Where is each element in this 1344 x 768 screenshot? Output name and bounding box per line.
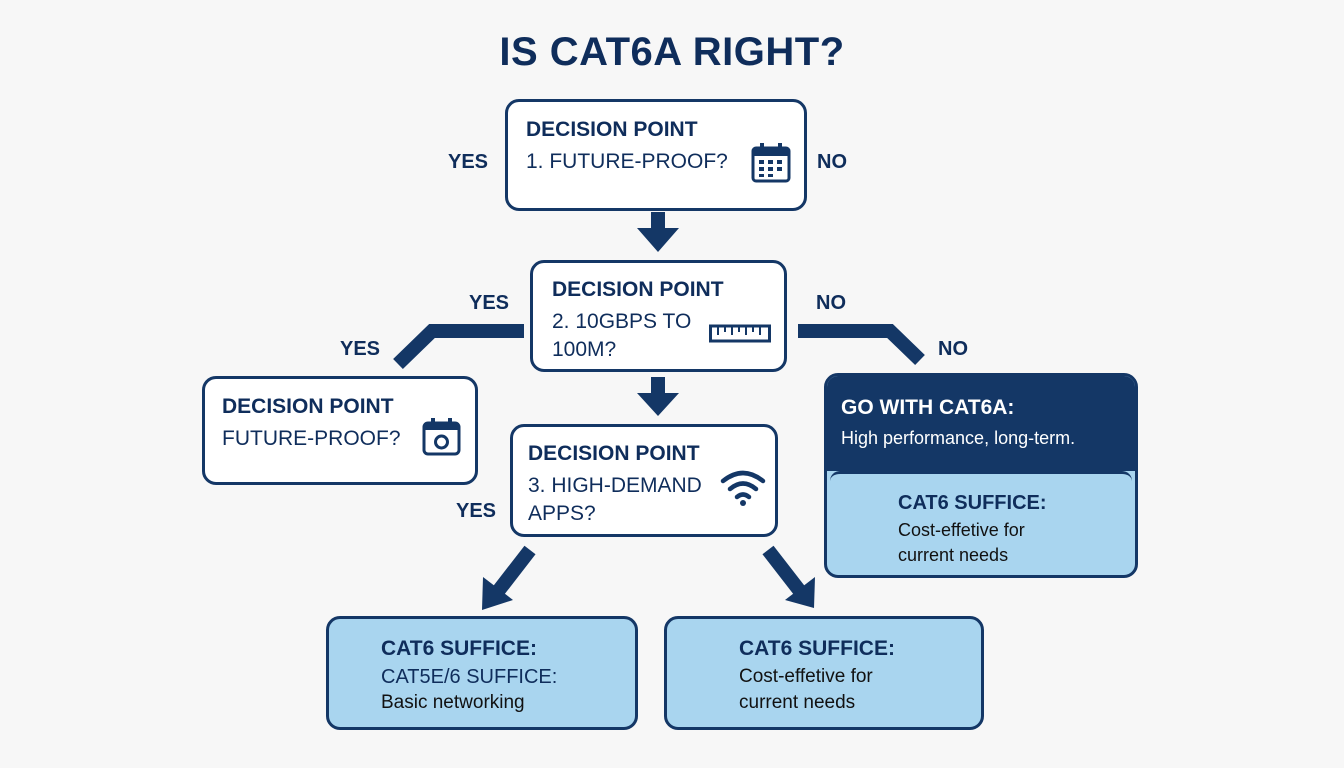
decision-heading: DECISION POINT (222, 395, 394, 418)
outcome-line1: CAT6 SUFFICE: (381, 637, 537, 660)
outcome-inner-line2: current needs (898, 545, 1009, 565)
page-title: IS CAT6A RIGHT? (499, 30, 845, 74)
label-d2-yes-left: YES (340, 338, 381, 360)
decision-point-2: DECISION POINT 2. 10GBPS TO 100M? (530, 260, 787, 372)
label-d1-no: NO (817, 151, 847, 173)
label-d2-no-right: NO (938, 338, 968, 360)
outcome-heading: GO WITH CAT6A: (841, 396, 1015, 419)
connector-d2-no (798, 324, 925, 366)
outcome-line2: CAT5E/6 SUFFICE: (381, 666, 558, 688)
decision-point-1: DECISION POINT 1. FUTURE-PROOF? (505, 99, 807, 211)
label-d2-yes-top: YES (469, 292, 510, 314)
arrow-d3-no (762, 545, 815, 608)
label-d1-yes: YES (448, 151, 489, 173)
wifi-icon (720, 470, 766, 506)
outcome-left: CAT6 SUFFICE: CAT5E/6 SUFFICE: Basic net… (326, 616, 638, 730)
outcome-right: CAT6 SUFFICE: Cost-effetive for current … (664, 616, 984, 730)
outcome-line3: current needs (739, 692, 856, 713)
arrow-d2-to-d3 (637, 377, 679, 416)
arrow-d1-to-d2 (637, 212, 679, 252)
outcome-line3: Basic networking (381, 692, 525, 713)
outcome-cat6-inner: CAT6 SUFFICE: Cost-effetive for current … (830, 471, 1132, 572)
ruler-icon (709, 324, 771, 343)
outcome-description: High performance, long-term. (841, 428, 1076, 448)
outcome-inner-line1: Cost-effetive for (898, 520, 1025, 540)
decision-question-line1: 2. 10GBPS TO (552, 310, 692, 333)
outcome-cat6a: GO WITH CAT6A: High performance, long-te… (824, 373, 1138, 578)
label-d2-no-top: NO (816, 292, 846, 314)
decision-question-line2: 100M? (552, 338, 617, 361)
decision-point-3: DECISION POINT 3. HIGH-DEMAND APPS? (510, 424, 778, 537)
calendar-icon (751, 143, 791, 183)
arrow-d3-yes (482, 545, 536, 610)
decision-question-line1: 3. HIGH-DEMAND (528, 474, 702, 497)
outcome-cat6a-header: GO WITH CAT6A: High performance, long-te… (827, 376, 1135, 471)
connector-d2-yes (393, 324, 524, 370)
decision-question: FUTURE-PROOF? (222, 427, 401, 450)
outcome-inner-heading: CAT6 SUFFICE: (898, 492, 1047, 514)
label-d3-yes: YES (456, 500, 497, 522)
decision-point-side: DECISION POINT FUTURE-PROOF? (202, 376, 478, 485)
decision-question-line2: APPS? (528, 502, 596, 525)
outcome-line1: CAT6 SUFFICE: (739, 637, 895, 660)
decision-question: 1. FUTURE-PROOF? (526, 150, 728, 173)
calendar-icon (422, 418, 461, 456)
decision-heading: DECISION POINT (526, 118, 698, 141)
outcome-line2: Cost-effetive for (739, 666, 873, 687)
decision-heading: DECISION POINT (528, 442, 700, 465)
decision-heading: DECISION POINT (552, 278, 724, 301)
